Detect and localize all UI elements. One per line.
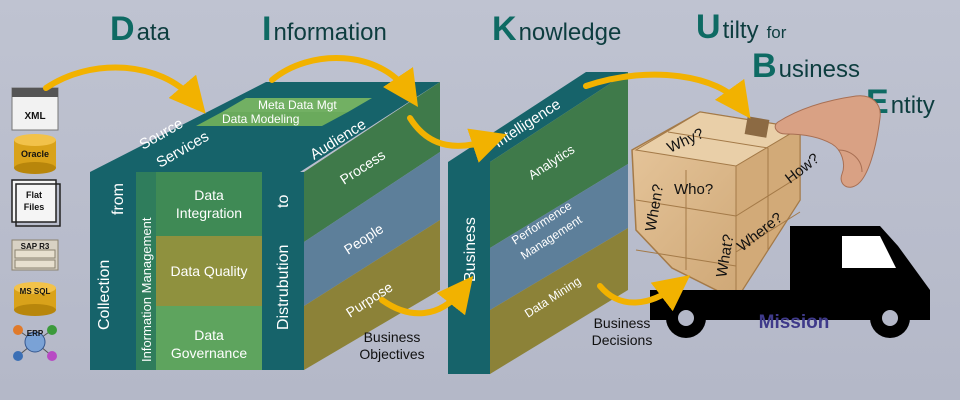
analytics-face (490, 72, 628, 248)
data-integration-row (156, 172, 262, 236)
arrow-meta-to-audience (269, 55, 419, 107)
oracle-db-icon: Oracle (14, 134, 56, 174)
process-face (304, 82, 440, 242)
flat-files-icon: Flat Files (11, 179, 61, 227)
sap-r3-icon: SAP R3 (11, 239, 59, 271)
who-label: Who? (674, 181, 713, 198)
collection-column (90, 172, 136, 370)
svg-text:Files: Files (24, 202, 45, 212)
heading-business: Business (752, 47, 860, 85)
distribution-column (262, 172, 304, 370)
performance-face (490, 164, 628, 310)
svg-text:SAP R3: SAP R3 (21, 242, 50, 251)
arrow-mining-to-mission (597, 275, 691, 312)
data-governance-row (156, 306, 262, 370)
heading-knowledge: Knowledge (492, 10, 621, 48)
business-label: Business (462, 217, 479, 282)
mssql-db-icon: MS SQL (14, 282, 56, 316)
business-objectives-label-1: Business (364, 329, 421, 345)
business-objectives-label-2: Objectives (359, 346, 424, 362)
business-decisions-label-2: Decisions (592, 332, 653, 348)
to-label: to (275, 195, 292, 208)
meta-data-mgt-label: Meta Data Mgt (258, 98, 337, 112)
svg-text:Data: Data (110, 10, 171, 48)
data-modeling-band (196, 112, 348, 126)
hand-icon (774, 95, 881, 188)
distribution-label: Distrubution (275, 245, 292, 330)
information-cube: Source Services Meta Data Mgt Data Model… (90, 82, 440, 370)
arrow-purpose-to-business (379, 275, 474, 317)
integration-label-2: Integration (176, 205, 242, 221)
collection-label: Collection (96, 260, 113, 330)
people-face (304, 152, 440, 306)
arrow-sources-to-cube (43, 64, 206, 114)
svg-text:MS SQL: MS SQL (20, 287, 51, 296)
svg-text:Knowledge: Knowledge (492, 10, 621, 48)
truck-window (842, 236, 896, 268)
heading-information: Information (262, 10, 387, 48)
erp-icon: ERP (13, 325, 57, 361)
flow-arrows (43, 55, 751, 317)
im-column (136, 172, 156, 370)
source-icons: XML Oracle Flat Files SAP R3 MS SQL (11, 87, 61, 361)
svg-text:Flat: Flat (26, 190, 42, 200)
data-quality-row (156, 236, 262, 306)
business-column (448, 162, 490, 374)
meta-data-band (222, 98, 372, 112)
data-modeling-label: Data Modeling (222, 112, 299, 126)
svg-text:XML: XML (24, 111, 45, 122)
governance-label-2: Governance (171, 345, 247, 361)
puzzle-cube: Why? How? Who? When? What? Where? (631, 111, 823, 302)
svg-text:Oracle: Oracle (21, 149, 49, 159)
information-management-label: Information Management (139, 217, 154, 362)
purpose-face (304, 220, 440, 370)
arrow-to-intelligence (407, 115, 508, 163)
xml-icon: XML (11, 87, 59, 131)
data-quality-label: Data Quality (170, 263, 247, 279)
svg-text:Information: Information (262, 10, 387, 48)
svg-text:Business: Business (752, 47, 860, 85)
arrow-to-utility (583, 71, 751, 119)
mission-label: Mission (759, 312, 830, 333)
from-label: from (110, 183, 127, 215)
truck-icon: Mission (650, 226, 930, 338)
data-mining-face (490, 228, 628, 374)
business-decisions-label-1: Business (594, 315, 651, 331)
governance-label-1: Data (194, 327, 224, 343)
integration-label-1: Data (194, 187, 224, 203)
heading-data: Data (110, 10, 171, 48)
svg-text:ERP: ERP (27, 329, 44, 338)
